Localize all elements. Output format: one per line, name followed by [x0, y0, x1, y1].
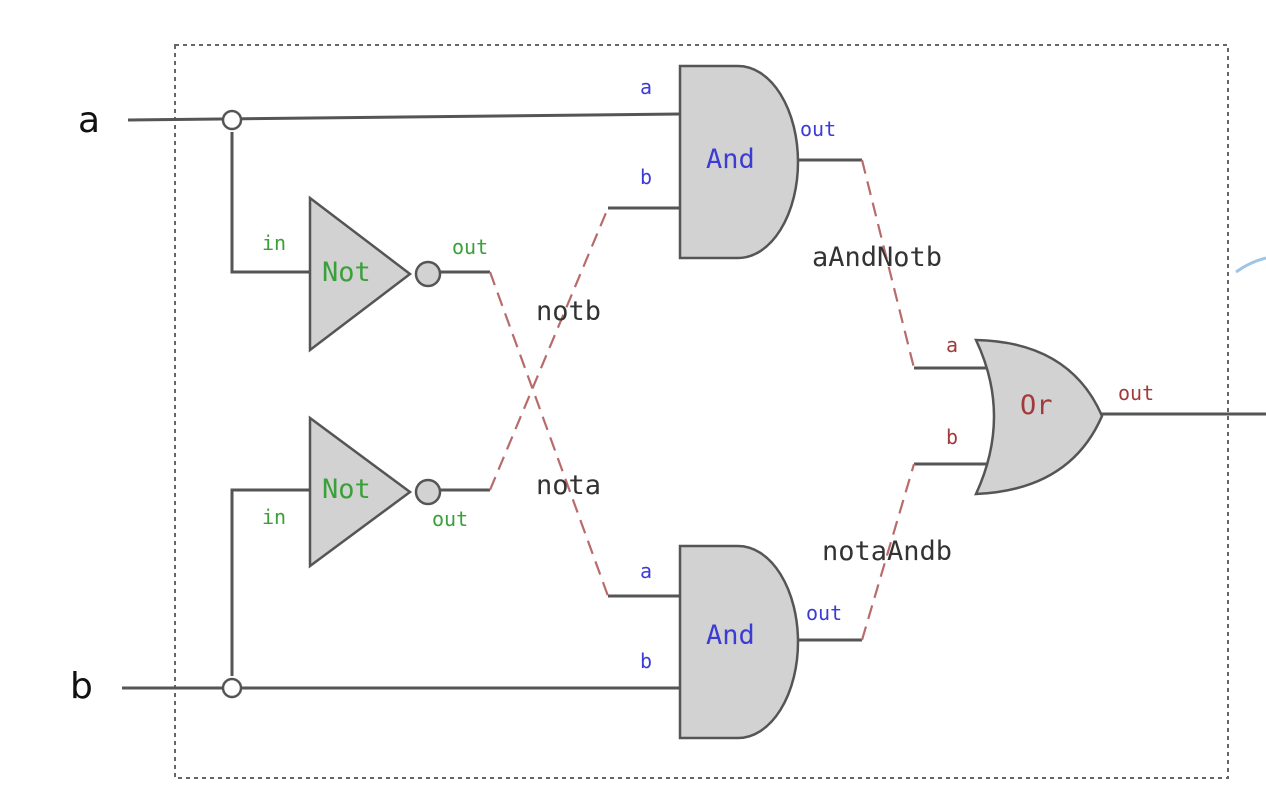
not-gate-2-bubble — [414, 478, 442, 506]
not-gate-2: Not in out — [262, 415, 468, 569]
internal-wire-notaandb — [860, 463, 916, 641]
internal-wire-notb — [488, 271, 610, 597]
junction-a — [221, 109, 243, 131]
not-gate-1: Not in out — [262, 195, 488, 353]
input-label-b: b — [70, 666, 93, 707]
and-gate-1-body — [678, 64, 800, 260]
and-gate-1-label: And — [706, 144, 755, 175]
or-gate-body — [974, 338, 1104, 496]
stray-stroke — [1235, 256, 1266, 274]
not-gate-1-bubble — [414, 260, 442, 288]
and-gate-2-body — [678, 544, 800, 740]
or-gate-label: Or — [1020, 390, 1053, 421]
or-gate: Or a b out — [946, 333, 1154, 496]
and-gate-2-a-label: a — [640, 559, 652, 583]
wire-a-to-not1 — [230, 132, 310, 274]
and-gate-1-out-label: out — [800, 117, 836, 141]
not-gate-1-in-label: in — [262, 231, 286, 255]
and-gate-1: And a b out — [640, 64, 836, 260]
or-gate-b-label: b — [946, 425, 958, 449]
not-gate-1-body — [308, 195, 413, 353]
not-gate-2-label: Not — [322, 474, 371, 505]
wire-label-nota: nota — [536, 470, 601, 501]
and-gate-1-b-label: b — [640, 165, 652, 189]
not-gate-2-in-label: in — [262, 505, 286, 529]
and-gate-2-b-label: b — [640, 649, 652, 673]
and-gate-2: And a b out — [640, 544, 842, 740]
input-label-a: a — [78, 100, 100, 141]
wire-label-aandnotb: aAndNotb — [812, 242, 942, 273]
wire-label-notb: notb — [536, 296, 601, 327]
and-gate-2-label: And — [706, 620, 755, 651]
wire-label-notaandb: notaAndb — [822, 536, 952, 567]
wire-a-to-and1 — [127, 112, 681, 122]
or-gate-out-label: out — [1118, 381, 1154, 405]
and-gate-2-out-label: out — [806, 601, 842, 625]
internal-wire-nota — [488, 207, 610, 491]
or-gate-a-label: a — [946, 333, 958, 357]
internal-wires — [488, 159, 916, 641]
junction-b — [221, 677, 243, 699]
chip-boundary — [174, 44, 1229, 779]
and-gate-1-a-label: a — [640, 75, 652, 99]
not-gate-2-body — [308, 415, 413, 569]
wire-b-to-not2 — [230, 488, 310, 676]
not-gate-1-label: Not — [322, 257, 371, 288]
not-gate-1-out-label: out — [452, 235, 488, 259]
not-gate-2-out-label: out — [432, 507, 468, 531]
internal-wire-aandnotb — [860, 159, 916, 369]
solid-wires — [122, 112, 1266, 690]
